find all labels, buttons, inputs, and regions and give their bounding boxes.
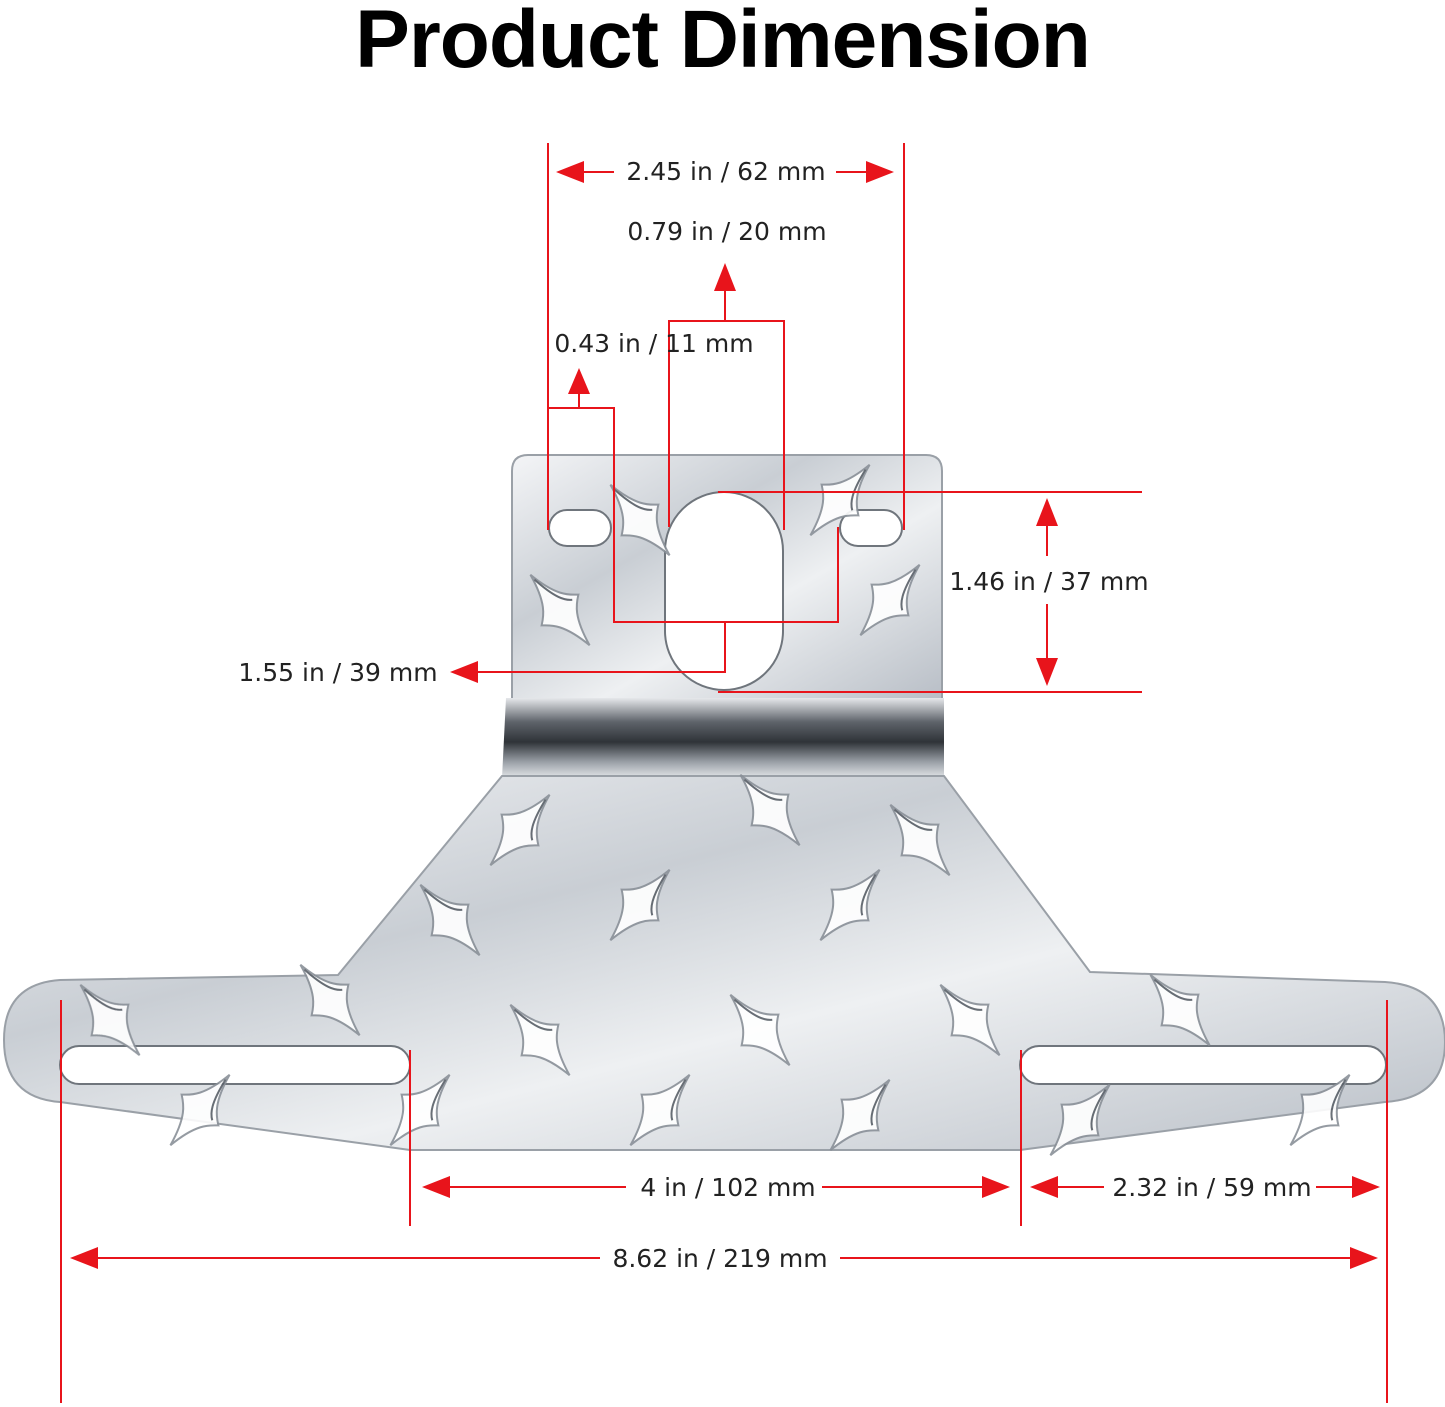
arrow-right xyxy=(866,161,894,183)
bracket-plate xyxy=(2,448,1445,1172)
dim-label-hole-spacing: 1.55 in / 39 mm xyxy=(238,658,437,687)
side-slot-right xyxy=(1019,1045,1387,1085)
small-hole-left xyxy=(548,509,612,547)
dim-label-center-gap: 4 in / 102 mm xyxy=(640,1173,815,1202)
dimension-lines xyxy=(60,143,1388,1403)
small-hole-right xyxy=(839,509,903,547)
arrow-left xyxy=(70,1247,98,1269)
arrow-up xyxy=(714,263,736,291)
side-slot-left xyxy=(59,1045,411,1085)
dim-label-small-hole: 0.43 in / 11 mm xyxy=(554,329,753,358)
page-title: Product Dimension xyxy=(355,0,1091,85)
dimension-labels: 2.45 in / 62 mm 0.79 in / 20 mm 0.43 in … xyxy=(238,157,1311,1273)
arrow-left xyxy=(450,661,478,683)
dim-label-slot-height: 1.46 in / 37 mm xyxy=(949,567,1148,596)
arrow-left xyxy=(556,161,584,183)
dim-label-total-width: 8.62 in / 219 mm xyxy=(612,1244,827,1273)
arrow-left xyxy=(1030,1176,1058,1198)
arrow-right xyxy=(982,1176,1010,1198)
dim-label-top-width: 2.45 in / 62 mm xyxy=(626,157,825,186)
arrow-down xyxy=(1036,658,1058,686)
arrow-right xyxy=(1350,1247,1378,1269)
dim-label-side-slot: 2.32 in / 59 mm xyxy=(1112,1173,1311,1202)
bracket-bend xyxy=(502,698,944,778)
arrow-left xyxy=(422,1176,450,1198)
arrow-up xyxy=(1036,498,1058,526)
arrow-up xyxy=(568,368,590,394)
dim-label-slot-width: 0.79 in / 20 mm xyxy=(627,217,826,246)
arrow-right xyxy=(1352,1176,1380,1198)
